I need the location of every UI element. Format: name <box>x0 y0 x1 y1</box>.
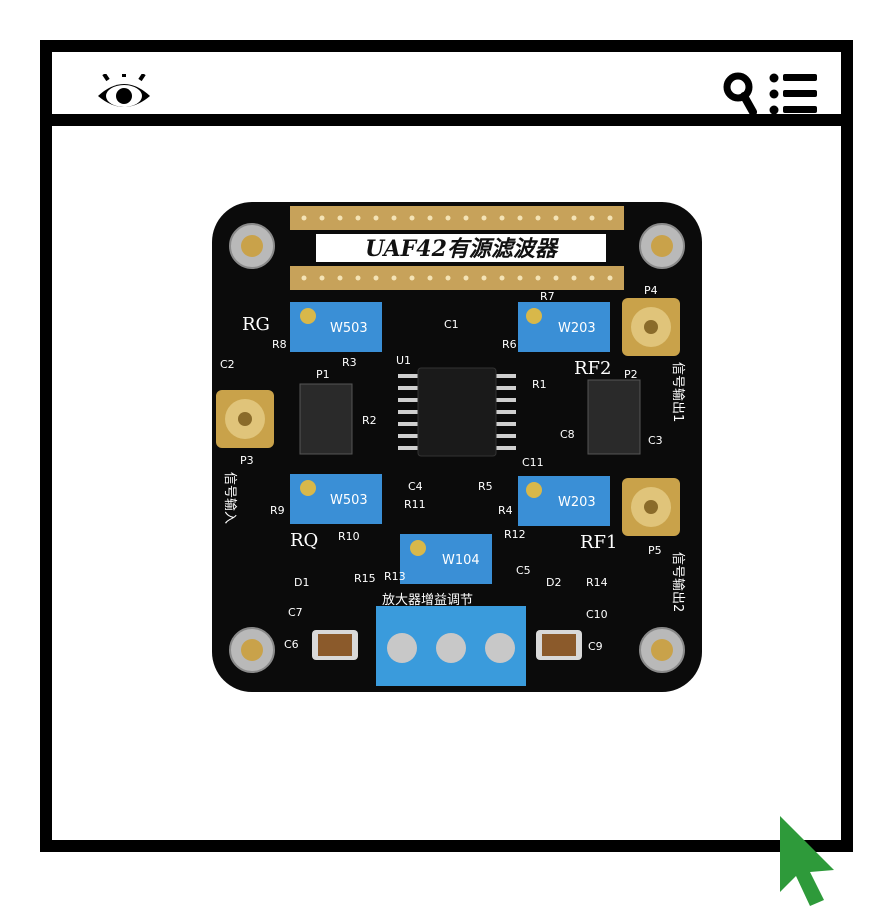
svg-text:R14: R14 <box>586 576 608 589</box>
svg-text:C8: C8 <box>560 428 575 441</box>
svg-text:W203: W203 <box>558 321 596 336</box>
svg-text:R4: R4 <box>498 504 513 517</box>
uaf42-filter-board-image: UAF42有源滤波器 <box>212 202 702 692</box>
svg-text:W503: W503 <box>330 321 368 336</box>
potentiometer-rf2: W203 <box>518 302 610 352</box>
sma-connector-p3 <box>216 390 274 448</box>
board-title: UAF42有源滤波器 <box>365 236 560 262</box>
svg-text:C6: C6 <box>284 638 299 651</box>
svg-text:P3: P3 <box>240 454 254 467</box>
svg-text:P4: P4 <box>644 284 658 297</box>
svg-text:R1: R1 <box>532 378 547 391</box>
jumper-p1 <box>299 383 353 455</box>
svg-text:放大器增益调节: 放大器增益调节 <box>382 593 473 608</box>
svg-text:R6: R6 <box>502 338 517 351</box>
svg-text:R10: R10 <box>338 530 360 543</box>
svg-text:P1: P1 <box>316 368 330 381</box>
svg-text:RG: RG <box>242 314 270 335</box>
potentiometer-rq: W503 <box>290 474 382 524</box>
svg-text:C10: C10 <box>586 608 608 621</box>
svg-text:C1: C1 <box>444 318 459 331</box>
svg-text:W104: W104 <box>442 553 480 568</box>
svg-text:C2: C2 <box>220 358 235 371</box>
sma-connector-p4 <box>622 298 680 356</box>
svg-text:R13: R13 <box>384 570 406 583</box>
svg-text:R8: R8 <box>272 338 287 351</box>
sma-connector-p5 <box>622 478 680 536</box>
browser-window: UAF42有源滤波器 <box>40 40 853 852</box>
cursor-arrow-icon <box>780 816 834 906</box>
svg-text:C7: C7 <box>288 606 303 619</box>
svg-text:R7: R7 <box>540 290 555 303</box>
svg-text:C5: C5 <box>516 564 531 577</box>
svg-text:RQ: RQ <box>290 530 318 551</box>
svg-text:RF1: RF1 <box>580 532 618 553</box>
svg-text:R2: R2 <box>362 414 377 427</box>
ic-u1 <box>398 367 516 457</box>
potentiometer-gain: W104 <box>400 534 492 584</box>
content-area: UAF42有源滤波器 <box>52 126 841 840</box>
svg-text:R12: R12 <box>504 528 526 541</box>
svg-text:R5: R5 <box>478 480 493 493</box>
svg-text:U1: U1 <box>396 354 411 367</box>
potentiometer-rf1: W203 <box>518 476 610 526</box>
svg-text:C4: C4 <box>408 480 423 493</box>
svg-text:W203: W203 <box>558 495 596 510</box>
svg-text:信号输入: 信号输入 <box>222 472 238 524</box>
svg-text:D1: D1 <box>294 576 309 589</box>
search-icon[interactable] <box>723 72 757 114</box>
svg-text:P5: P5 <box>648 544 662 557</box>
svg-text:RF2: RF2 <box>574 358 612 379</box>
svg-text:C11: C11 <box>522 456 544 469</box>
svg-text:信号输出1: 信号输出1 <box>670 362 686 422</box>
eye-icon[interactable] <box>94 74 154 114</box>
svg-text:R15: R15 <box>354 572 376 585</box>
top-toolbar <box>52 52 841 126</box>
jumper-p2 <box>587 379 641 455</box>
svg-text:P2: P2 <box>624 368 638 381</box>
svg-text:D2: D2 <box>546 576 561 589</box>
svg-text:C3: C3 <box>648 434 663 447</box>
svg-text:R11: R11 <box>404 498 426 511</box>
terminal-block <box>376 606 526 686</box>
svg-text:W503: W503 <box>330 493 368 508</box>
svg-text:R3: R3 <box>342 356 357 369</box>
svg-text:C9: C9 <box>588 640 603 653</box>
svg-text:R9: R9 <box>270 504 285 517</box>
svg-text:信号输出2: 信号输出2 <box>670 552 686 612</box>
potentiometer-rg: W503 <box>290 302 382 352</box>
menu-list-icon[interactable] <box>769 72 819 116</box>
